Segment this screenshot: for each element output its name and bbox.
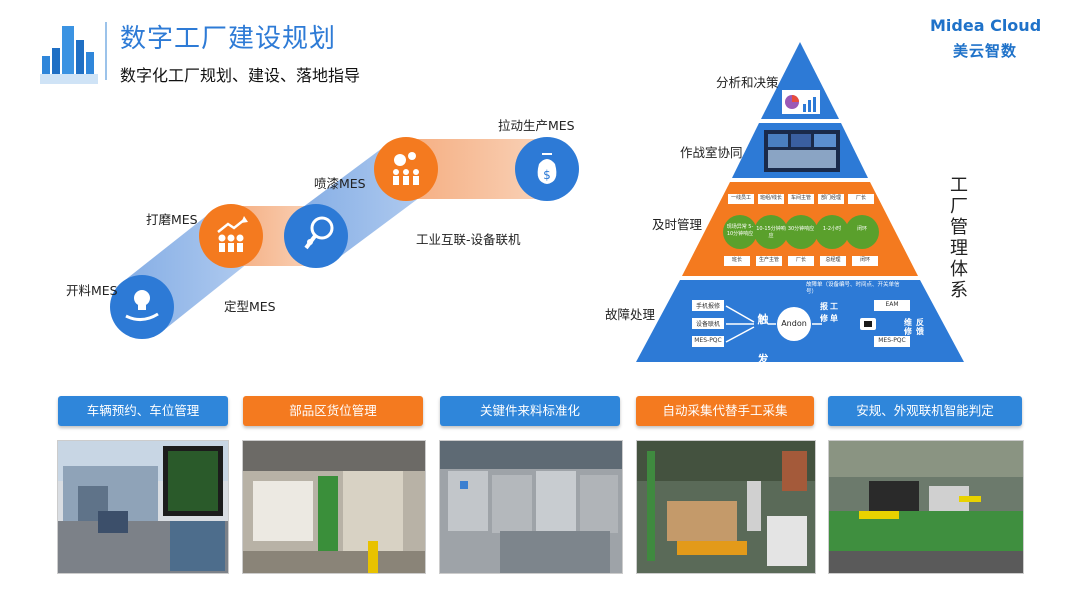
fault-trigger: 触发 [757,313,769,366]
flow-label-polishing: 打磨MES [146,212,198,227]
photo-safety-inspection [828,440,1024,574]
side-title-char-1: 工 [950,175,968,196]
photo-parts-warehouse [242,440,426,574]
tier3-bottom-box-1: 班长 [731,257,742,263]
tier3-bottom-box-3: 厂长 [795,257,806,263]
brand-logo: Midea Cloud [930,16,1042,35]
photo-key-parts [439,440,623,574]
fault-right-char-1: 维 [904,318,912,327]
realtime-bottom-boxes [724,256,878,266]
pyramid-label-realtime: 及时管理 [652,217,703,232]
flow-node-shaping [284,204,348,268]
flow-label-pull-production: 拉动生产MES [498,118,575,133]
flow-diagram: $ [110,137,579,339]
button-parts-location[interactable]: 部品区货位管理 [243,396,423,426]
side-title-char-3: 管 [950,217,968,238]
flow-band-4 [406,139,547,199]
fault-input-device: 设备联机 [695,321,720,328]
tier3-bottom-box-4: 总经理 [825,257,841,263]
button-safety-inspection[interactable]: 安规、外观联机智能判定 [828,396,1022,426]
fault-right-char-2: 修 [904,327,912,336]
button-key-parts-standard[interactable]: 关键件来料标准化 [440,396,620,426]
header-logo-icon [38,18,102,90]
svg-text:$: $ [543,168,551,182]
tier3-top-box-1: 一线员工 [730,195,751,201]
fault-right-char-4: 馈 [916,327,924,336]
button-vehicle-reservation[interactable]: 车辆预约、车位管理 [58,396,228,426]
tier3-top-box-4: 部门经理 [820,195,841,201]
fault-mid-char-1: 报 [820,302,828,311]
side-title-char-6: 系 [950,280,968,301]
fault-right-char-3: 反 [916,318,924,327]
tier3-bottom-box-2: 生产主管 [758,257,779,263]
fault-input-pqc: MES-PQC [694,337,722,344]
photo-auto-collection [636,440,816,574]
work-order-device-icon [860,318,876,330]
tier3-top-box-2: 班组/线长 [760,195,782,201]
tier3-top-box-3: 车间主管 [790,195,811,201]
tier3-node-1: 现场异常 5-10分钟响应 [726,224,754,237]
andon-label: Andon [781,319,807,328]
side-title-char-2: 厂 [950,196,968,217]
war-room-screens-image [764,130,840,172]
tier3-node-3: 30分钟响应 [787,226,815,232]
pyramid-label-decision: 分析和决策 [716,75,779,90]
magnifier-person-icon [304,216,334,250]
fault-mid-char-4: 单 [830,314,838,323]
flow-label-shaping: 定型MES [224,299,276,314]
team-growth-icon [217,216,248,252]
page-title: 数字工厂建设规划 [120,24,337,54]
side-title-char-4: 理 [950,238,968,259]
tier3-node-5: 闭环 [856,226,867,232]
fault-input-phone: 手机报修 [695,303,720,310]
management-pyramid [636,42,964,362]
flow-node-polishing [199,204,263,268]
fault-output-pqc: MES-PQC [878,337,906,344]
tier3-top-box-5: 厂长 [855,195,866,201]
tier3-node-2: 10-15分钟响应 [756,226,786,239]
andon-node [777,307,811,341]
fault-mid-char-3: 工 [830,302,838,311]
lightbulb-hand-icon [125,290,159,321]
tier3-node-4: 1-2小时 [822,226,842,232]
page-subtitle: 数字化工厂规划、建设、落地指导 [120,66,361,85]
gears-team-icon [393,152,419,185]
flow-node-painting [374,137,438,201]
fault-output-eam: EAM [885,301,899,308]
pyramid-side-title: 工 厂 管 理 体 系 [946,175,972,301]
pyramid-label-fault: 故障处理 [605,307,656,322]
title-divider [105,22,107,80]
side-title-char-5: 体 [950,259,968,280]
brand-name-cn: 美云智数 [953,42,1018,60]
flow-label-iot: 工业互联-设备联机 [416,232,521,247]
fault-output-boxes [874,300,910,347]
tier3-bottom-box-5: 闭环 [859,257,870,263]
button-auto-collection[interactable]: 自动采集代替手工采集 [636,396,814,426]
flow-node-pull-production: $ [515,137,579,201]
photo-vehicle-yard [57,440,229,574]
fault-input-boxes [692,300,724,347]
pyramid-label-warroom: 作战室协同 [680,145,743,160]
fault-mid-char-2: 修 [820,314,828,323]
flow-node-cutting [110,275,174,339]
flow-label-painting: 喷漆MES [314,176,366,191]
money-bag-icon: $ [537,153,557,184]
decision-dashboard-icon [782,90,820,114]
realtime-nodes [723,215,879,249]
flow-label-cutting: 开料MES [66,283,118,298]
fault-order-header: 故障单（设备编号、时间点、开关单信号） [806,282,900,295]
realtime-top-boxes [728,194,874,204]
